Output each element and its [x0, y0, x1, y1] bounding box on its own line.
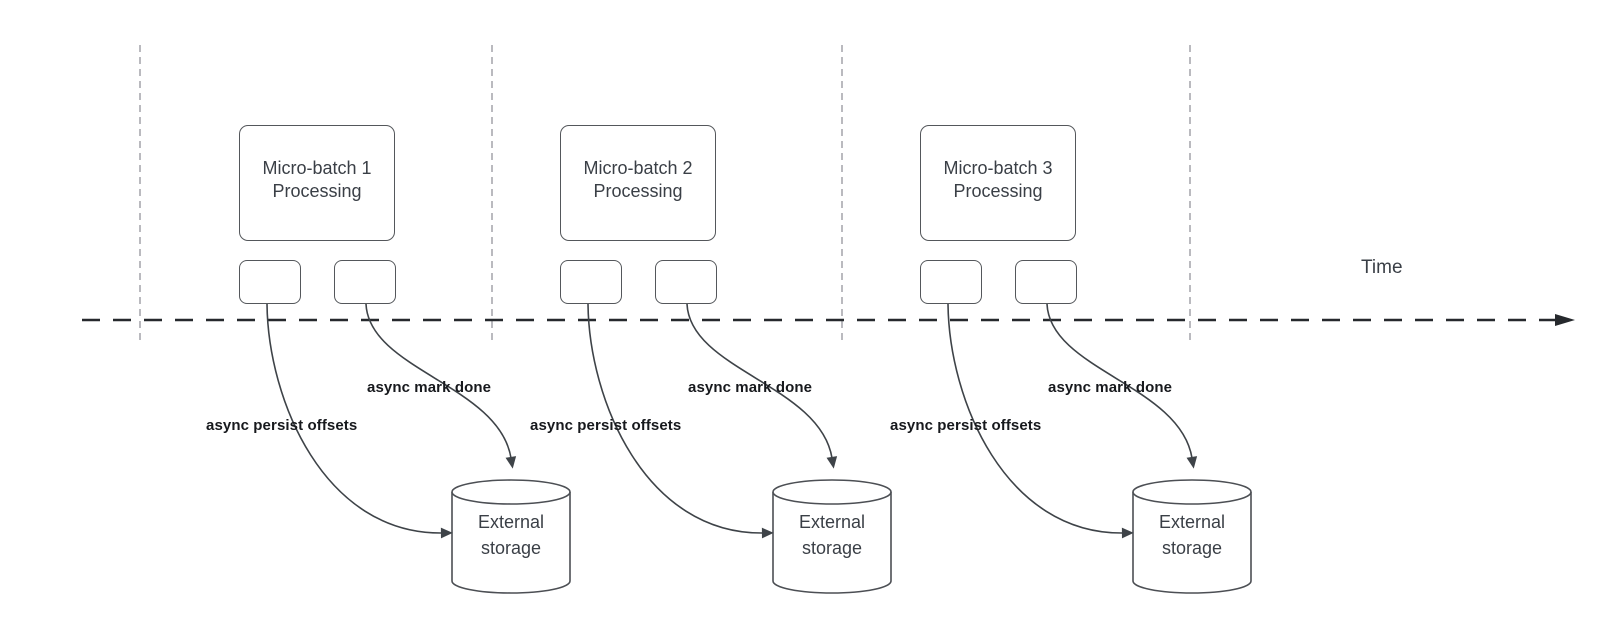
cylinder-top: [1132, 479, 1252, 505]
async-mark-done-label-2: async mark done: [688, 379, 813, 396]
timeline-gridlines: [139, 45, 1191, 340]
cylinder-top: [772, 479, 892, 505]
storage-cylinder-1: [451, 479, 571, 594]
cylinder-body: [1132, 492, 1252, 594]
persist-offsets-arrow-3: [947, 303, 1134, 539]
mark-done-task-rect-2: [655, 260, 717, 304]
async-persist-offsets-label-2: async persist offsets: [530, 417, 682, 434]
persist-offsets-task-rect-2: [560, 260, 622, 304]
cylinder-body: [772, 492, 892, 594]
persist-offsets-arrow-2: [587, 303, 774, 539]
async-persist-offsets-label-1: async persist offsets: [206, 417, 358, 434]
time-axis-label: Time: [1361, 257, 1403, 278]
storage-cylinder-2: [772, 479, 892, 594]
mark-done-arrow-1: [365, 303, 517, 469]
storage-cylinder-3: [1132, 479, 1252, 594]
external-storage-label-1: External storage: [477, 512, 545, 558]
async-persist-offsets-label-3: async persist offsets: [890, 417, 1042, 434]
micro-batch-3-processing-box: Micro-batch 3 Processing: [920, 125, 1076, 241]
micro-batch-1-processing-box: Micro-batch 1 Processing: [239, 125, 395, 241]
mark-done-task-rect-3: [1015, 260, 1077, 304]
cylinder-body: [451, 492, 571, 594]
async-mark-done-label-3: async mark done: [1048, 379, 1173, 396]
mark-done-arrow-2: [686, 303, 838, 469]
persist-offsets-task-rect-3: [920, 260, 982, 304]
external-storage-label-2: External storage: [798, 512, 866, 558]
async-mark-done-label-1: async mark done: [367, 379, 492, 396]
mark-done-arrow-3: [1046, 303, 1198, 469]
mark-done-task-rect-1: [334, 260, 396, 304]
cylinder-top: [451, 479, 571, 505]
persist-offsets-arrow-1: [266, 303, 453, 539]
micro-batch-2-processing-box: Micro-batch 2 Processing: [560, 125, 716, 241]
persist-offsets-task-rect-1: [239, 260, 301, 304]
external-storage-label-3: External storage: [1158, 512, 1226, 558]
